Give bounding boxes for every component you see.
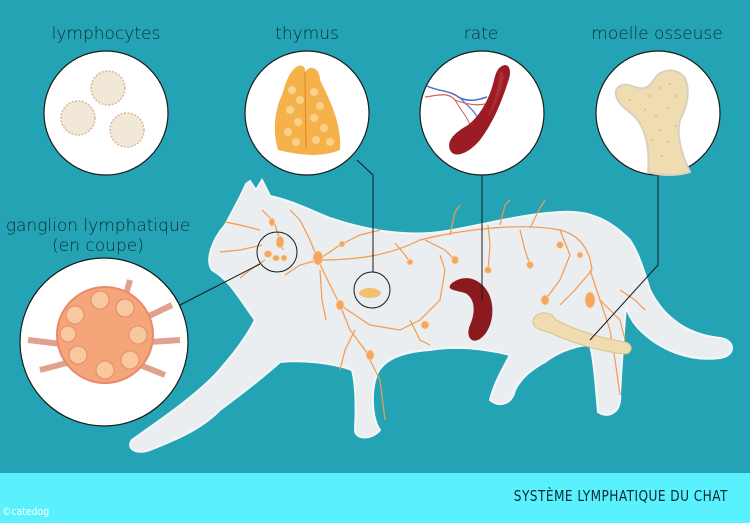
cat-silhouette — [129, 177, 733, 453]
credit-text: ©catedog — [2, 505, 50, 518]
leader-lines — [179, 159, 659, 341]
thymus-label: thymus — [275, 24, 339, 44]
lymphocytes-inset — [43, 50, 169, 176]
lymph-node-cross-section-inset — [19, 257, 189, 427]
footer-bar: SYSTÈME LYMPHATIQUE DU CHAT ©catedog — [0, 473, 750, 523]
femur-bone — [532, 312, 632, 355]
thymus-inset — [244, 50, 370, 176]
lymph-nodes — [263, 217, 596, 361]
ganglion-label: ganglion lymphatique (en coupe) — [6, 216, 190, 256]
spleen-inset — [419, 50, 545, 176]
lymphocytes-label: lymphocytes — [51, 24, 161, 44]
ganglion-label-line1: ganglion lymphatique — [5, 216, 191, 236]
lymph-vessels — [219, 199, 646, 421]
rate-label: rate — [463, 24, 499, 44]
thymus-organ — [359, 288, 381, 298]
lymph-node-highlight-circle — [256, 231, 298, 273]
thymus-highlight-circle — [353, 271, 391, 309]
moelle-osseuse-label: moelle osseuse — [591, 24, 723, 44]
diagram-title: SYSTÈME LYMPHATIQUE DU CHAT — [513, 487, 728, 505]
ganglion-label-line2: (en coupe) — [52, 236, 144, 256]
bone-marrow-inset — [595, 50, 721, 176]
